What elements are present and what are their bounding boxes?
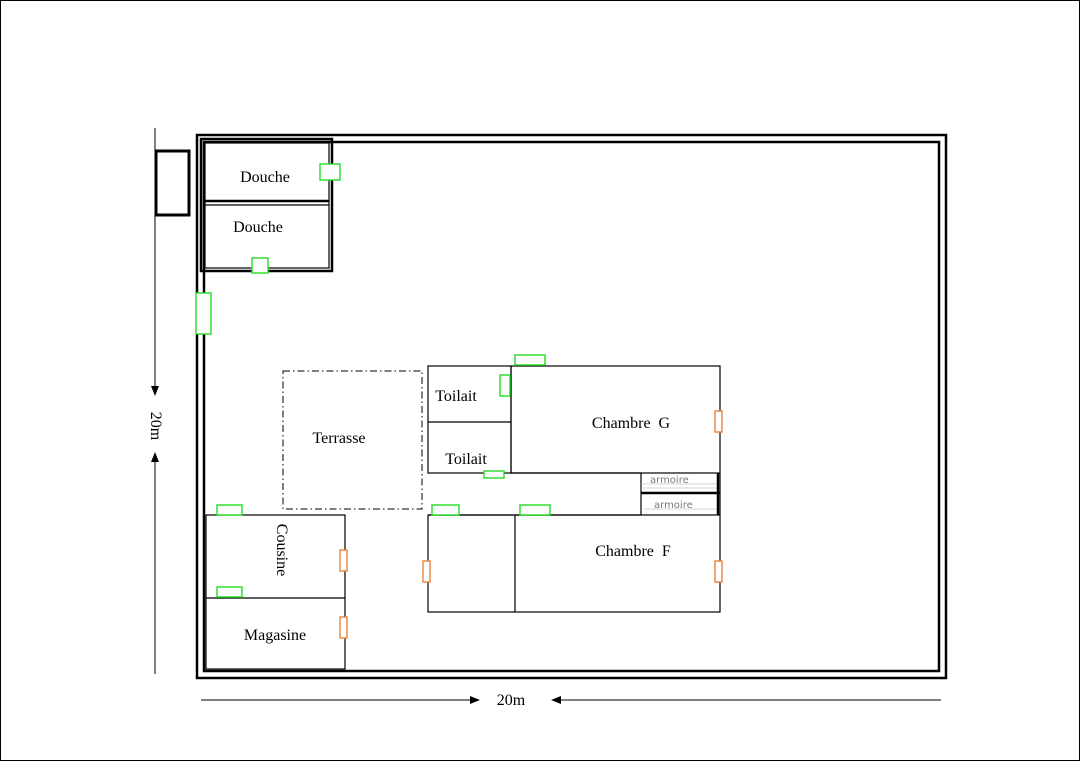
width-dimension (201, 696, 941, 704)
room-label-cousine: Cousine (273, 524, 290, 576)
room-label-douche-top: Douche (240, 169, 290, 186)
room-label-terrasse: Terrasse (312, 430, 365, 447)
room-label-douche-bottom: Douche (233, 219, 283, 236)
door-marker (251, 257, 269, 274)
door-marker (195, 292, 212, 335)
kitchen-store-block (205, 514, 346, 670)
room-label-chambre-f: Chambre F (595, 543, 671, 560)
armoire-area (641, 473, 720, 515)
room-label-toilait-top: Toilait (435, 388, 477, 405)
window-marker (422, 560, 431, 583)
width-dimension-label: 20m (497, 692, 526, 709)
door-marker (216, 586, 243, 598)
door-marker (519, 504, 551, 516)
room-label-toilait-bottom: Toilait (445, 451, 487, 468)
armoire-label-top: armoire (650, 475, 689, 486)
door-marker (514, 354, 546, 366)
douche-block (199, 137, 334, 273)
height-dimension-label: 20m (147, 412, 164, 441)
door-marker (431, 504, 460, 516)
height-dimension (151, 128, 159, 674)
room-label-chambre-g: Chambre G (592, 415, 671, 432)
room-label-magasine: Magasine (244, 627, 306, 644)
window-marker (339, 549, 348, 572)
armoire-label-bottom: armoire (654, 500, 693, 511)
exterior-block (154, 149, 191, 217)
door-marker (319, 163, 341, 181)
door-marker (499, 374, 511, 397)
window-marker (339, 616, 348, 639)
door-marker (483, 470, 505, 479)
outer-boundary (195, 133, 948, 680)
terrasse-area (282, 370, 423, 510)
door-marker (216, 504, 243, 516)
window-marker (714, 560, 723, 583)
window-marker (714, 410, 723, 433)
